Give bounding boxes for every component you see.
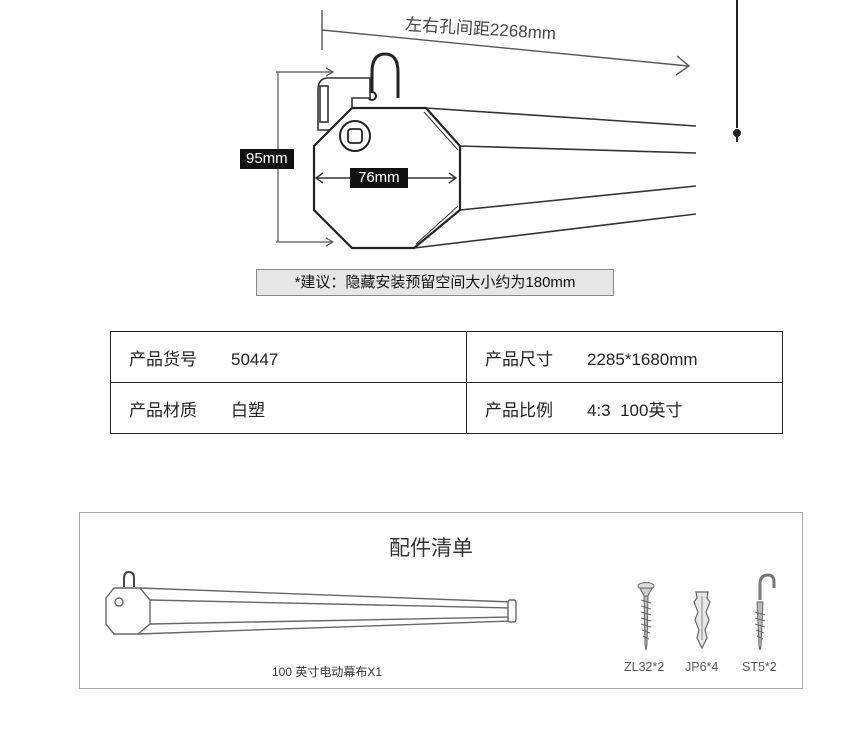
spec-value: 4:3 100英寸 xyxy=(587,400,683,420)
pull-cord xyxy=(733,0,741,142)
wall-plug-icon xyxy=(693,591,711,650)
hanging-hook xyxy=(370,52,400,98)
table-cell: 产品货号 50447 xyxy=(110,331,467,383)
part-caption: ST5*2 xyxy=(742,660,777,674)
spec-table: 产品货号 50447 产品尺寸 2285*1680mm 产品材质 白塑 产品比例 4:3… xyxy=(110,331,783,434)
table-cell: 产品比例 4:3 100英寸 xyxy=(466,382,783,434)
main-item-caption: 100 英寸电动幕布X1 xyxy=(272,665,383,679)
table-cell: 产品材质 白塑 xyxy=(110,382,467,434)
spec-value: 白塑 xyxy=(231,400,265,420)
spacing-dimension xyxy=(321,10,691,76)
installation-hint: *建议：隐藏安装预留空间大小约为180mm xyxy=(256,269,614,296)
accessories-panel xyxy=(79,512,803,689)
part-caption: JP6*4 xyxy=(685,660,719,674)
spec-value: 50447 xyxy=(231,349,279,369)
table-cell: 产品尺寸 2285*1680mm xyxy=(466,331,783,383)
part-caption: ZL32*2 xyxy=(624,660,665,674)
spec-value: 2285*1680mm xyxy=(587,349,698,369)
spec-key: 产品货号 xyxy=(129,349,197,369)
casing-body xyxy=(413,107,697,249)
accessories-title: 配件清单 xyxy=(389,537,473,560)
screw-icon xyxy=(637,582,655,651)
table-row: 产品材质 白塑 产品比例 4:3 100英寸 xyxy=(110,382,783,434)
hook-screw-icon xyxy=(754,573,776,650)
spec-key: 产品比例 xyxy=(485,400,553,420)
screen-casing-diagram xyxy=(276,0,741,250)
spec-key: 产品材质 xyxy=(129,400,197,420)
height-label: 95mm xyxy=(240,149,294,169)
table-row: 产品货号 50447 产品尺寸 2285*1680mm xyxy=(110,331,783,383)
spec-key: 产品尺寸 xyxy=(485,349,553,369)
screen-tube-illustration xyxy=(105,570,517,635)
width-label: 76mm xyxy=(350,168,408,188)
